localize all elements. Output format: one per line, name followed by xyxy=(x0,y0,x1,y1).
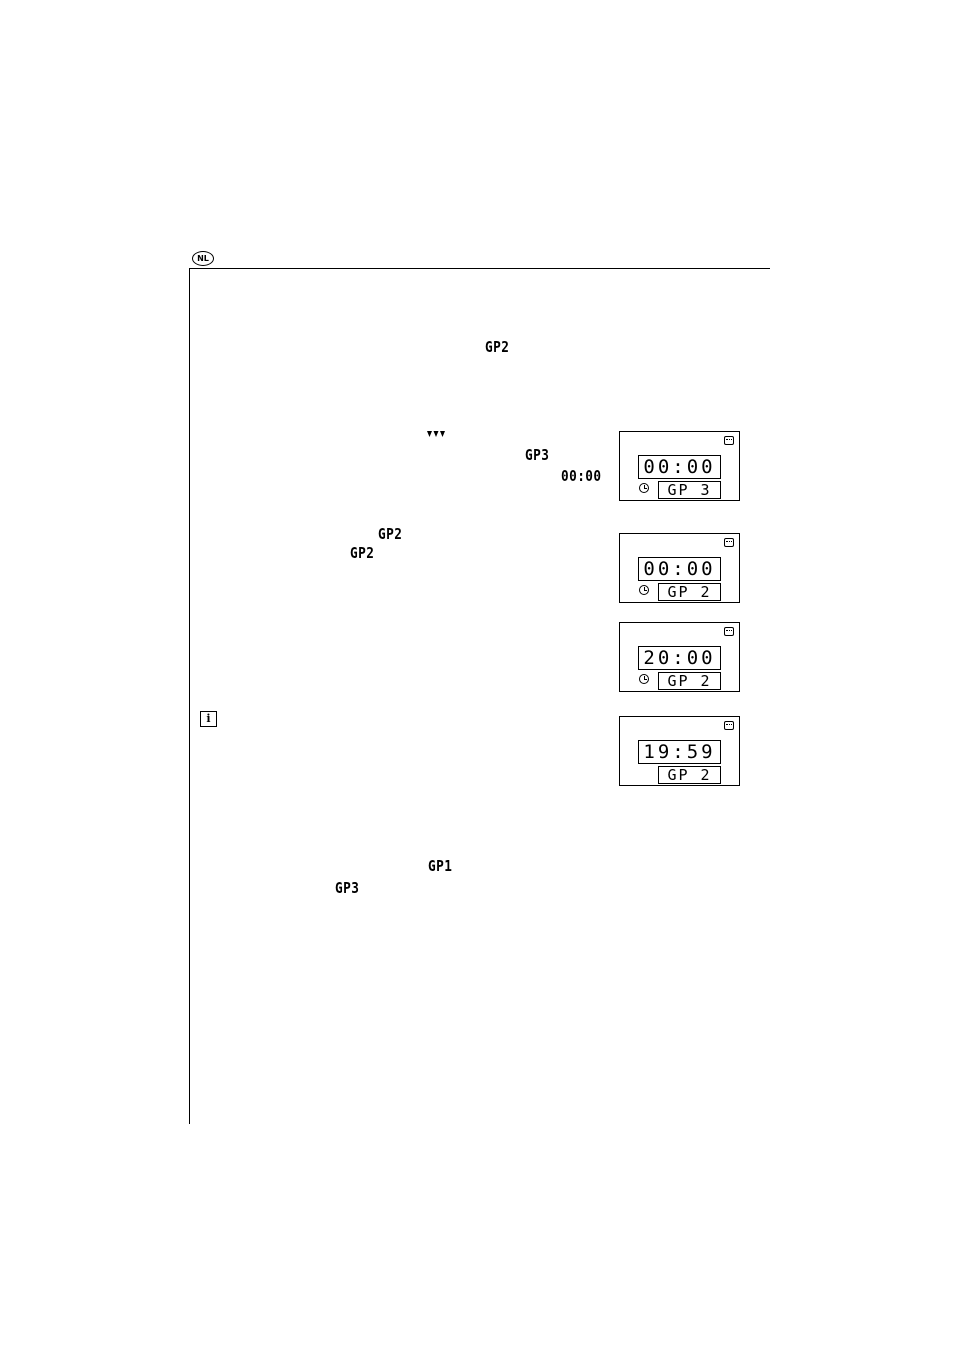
display-panel: 20:00 GP 2 xyxy=(619,622,740,692)
oven-icon xyxy=(724,627,734,636)
info-icon: i xyxy=(200,711,217,727)
display-time: 00:00 xyxy=(638,557,721,581)
code-gp2-confirm: GP2 xyxy=(350,544,375,562)
clock-icon xyxy=(639,483,649,493)
triple-down-arrow-icon xyxy=(427,431,445,437)
display-time: 19:59 xyxy=(638,740,721,764)
display-program: GP 2 xyxy=(658,766,721,784)
display-time: 20:00 xyxy=(638,646,721,670)
display-panel: 19:59 GP 2 xyxy=(619,716,740,786)
oven-icon xyxy=(724,538,734,547)
code-gp2-intro: GP2 xyxy=(485,338,510,356)
language-badge: NL xyxy=(192,251,214,266)
display-program: GP 3 xyxy=(658,481,721,499)
display-program: GP 2 xyxy=(658,583,721,601)
code-gp2-select: GP2 xyxy=(378,525,403,543)
display-panel: 00:00 GP 2 xyxy=(619,533,740,603)
header-rule xyxy=(190,268,770,269)
display-panel: 00:00 GP 3 xyxy=(619,431,740,501)
oven-icon xyxy=(724,436,734,445)
oven-icon xyxy=(724,721,734,730)
code-gp3-end: GP3 xyxy=(335,879,360,897)
display-program: GP 2 xyxy=(658,672,721,690)
clock-icon xyxy=(639,674,649,684)
code-gp1: GP1 xyxy=(428,857,453,875)
code-time-zero: 00:00 xyxy=(561,467,602,485)
display-time: 00:00 xyxy=(638,455,721,479)
clock-icon xyxy=(639,585,649,595)
code-gp3: GP3 xyxy=(525,446,550,464)
margin-rule xyxy=(189,268,190,1124)
